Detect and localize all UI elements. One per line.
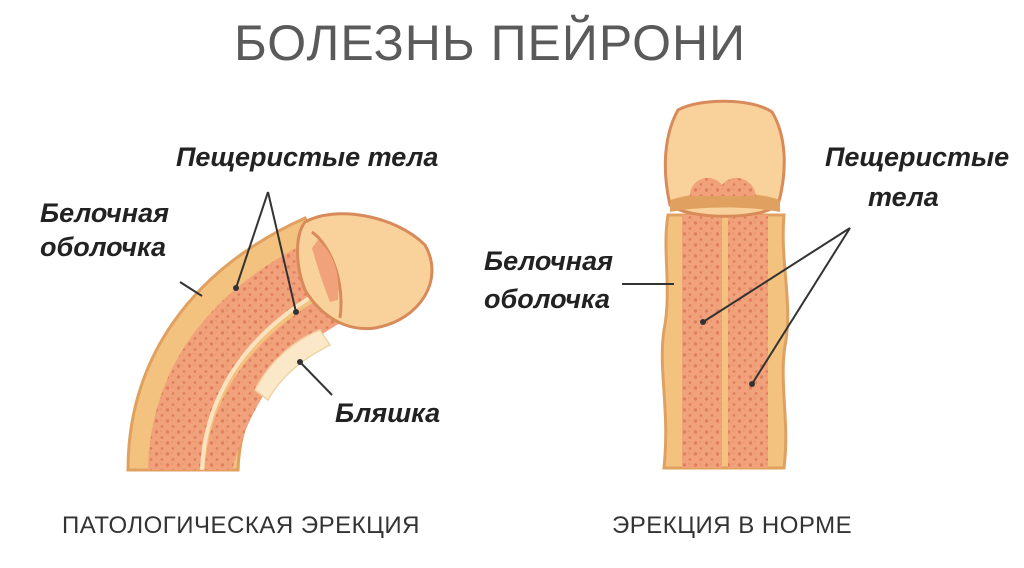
curved-penis-illustration [126, 191, 434, 472]
leader-plaque [299, 361, 333, 396]
caption-normal: ЭРЕКЦИЯ В НОРМЕ [612, 512, 853, 539]
leader-cavernous-right-b [751, 227, 851, 385]
straight-outer-sheath [660, 213, 790, 470]
label-cavernous-bodies-right-line1: Пещеристые [825, 142, 1010, 172]
straight-penis-illustration [622, 99, 851, 470]
label-tunica-left-line2: оболочка [40, 232, 167, 262]
leader-cavernous-left-b [267, 191, 297, 313]
leader-cavernous-right-a [702, 227, 851, 323]
label-cavernous-bodies-right-line2: тела [868, 182, 939, 212]
label-cavernous-bodies-left: Пещеристые тела [176, 142, 439, 172]
leader-tunica-left [179, 281, 203, 297]
label-tunica-left-line1: Белочная [40, 198, 170, 228]
page-title: БОЛЕЗНЬ ПЕЙРОНИ [233, 15, 747, 71]
plaque-region [254, 329, 332, 402]
label-plaque: Бляшка [335, 398, 441, 428]
label-tunica-right-line1: Белочная [484, 246, 614, 276]
caption-pathological: ПАТОЛОГИЧЕСКАЯ ЭРЕКЦИЯ [62, 512, 420, 539]
label-tunica-right-line2: оболочка [484, 284, 611, 314]
leader-cavernous-left-a [235, 191, 269, 289]
